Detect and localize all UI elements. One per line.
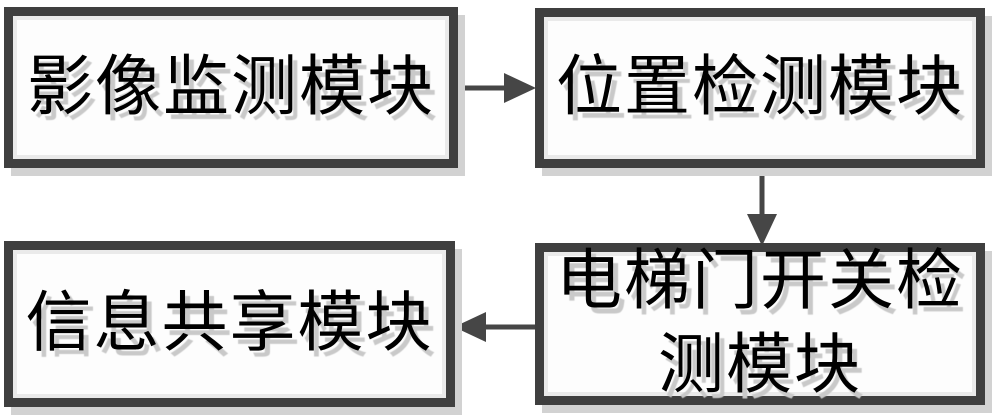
module-label-elevator-door-switch-detection: 电梯门开关检测模块 <box>556 245 964 402</box>
module-label-information-sharing: 信息共享模块 <box>25 287 434 361</box>
module-box-information-sharing: 信息共享模块 <box>4 241 455 407</box>
module-label-image-monitoring: 影像监测模块 <box>27 50 435 124</box>
module-label-position-detection: 位置检测模块 <box>556 51 964 125</box>
module-box-position-detection: 位置检测模块 <box>535 8 985 168</box>
module-box-elevator-door-switch-detection: 电梯门开关检测模块 <box>535 243 985 405</box>
arrow-door-switch-to-information-icon <box>454 312 537 342</box>
arrow-position-to-door-switch-icon <box>747 166 777 246</box>
arrow-image-to-position-icon <box>456 73 536 103</box>
module-box-image-monitoring: 影像监测模块 <box>4 7 458 168</box>
